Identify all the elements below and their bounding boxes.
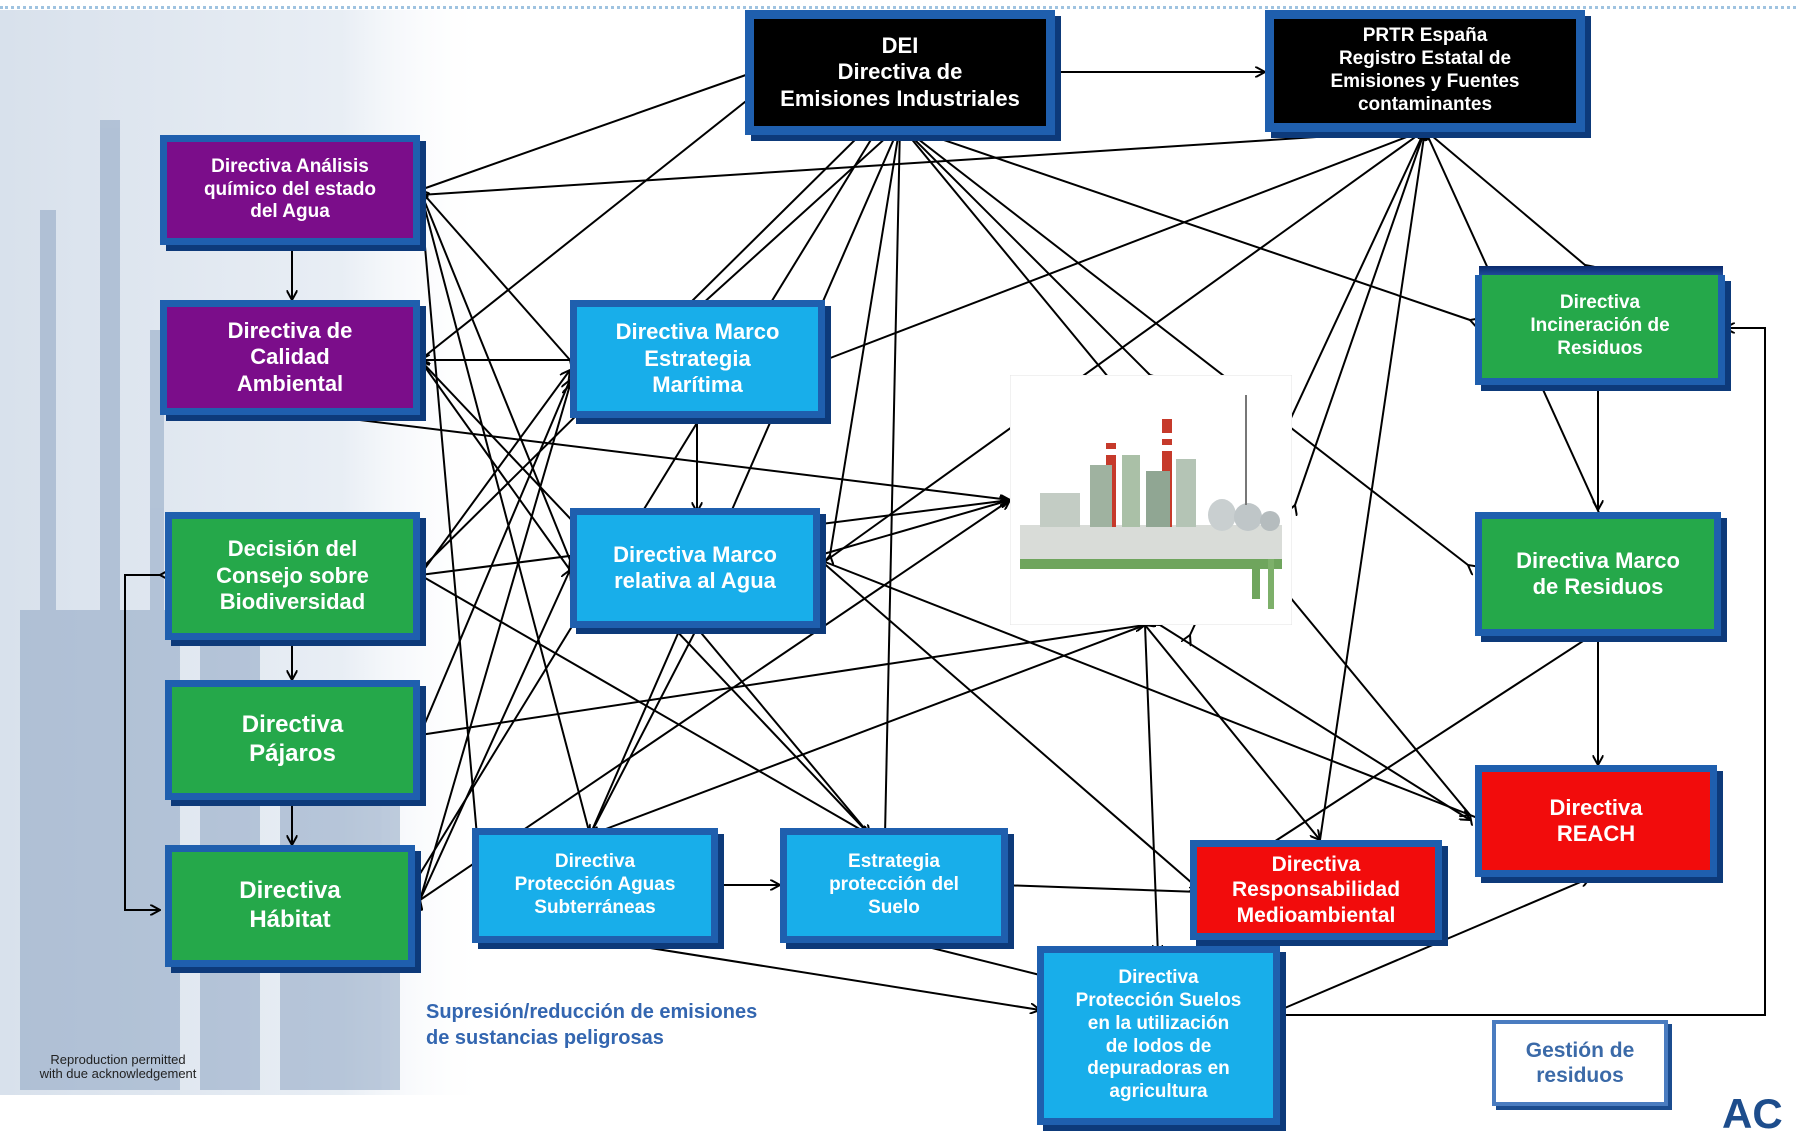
marco-agua-label: Directiva Marco relativa al Agua	[613, 541, 777, 593]
responsabilidad-label: Directiva Responsabilidad Medioambiental	[1231, 853, 1401, 927]
proteccion-suelo-label: Estrategia protección del Suelo	[829, 851, 959, 918]
gestion-residuos-label: Gestión de residuos	[1525, 1038, 1635, 1087]
lodos-depuradoras-box: Directiva Protección Suelos en la utiliz…	[1037, 946, 1280, 1125]
emissions-caption: Supresión/reducción de emisiones de sust…	[426, 1001, 758, 1049]
incineracion-label: Directiva Incineración de Residuos	[1530, 292, 1670, 359]
reach-box: Directiva REACH	[1475, 765, 1717, 877]
corner-logo: AC	[1722, 1090, 1783, 1137]
prtr-box: PRTR España Registro Estatal de Emisione…	[1265, 10, 1585, 132]
gestion-residuos-box: Gestión de residuos	[1492, 1020, 1668, 1106]
analisis-agua-box: Directiva Análisis químico del estado de…	[160, 135, 420, 245]
habitat-box: Directiva Hábitat	[165, 845, 415, 967]
dei-box: DEI Directiva de Emisiones Industriales	[745, 10, 1055, 135]
reproduction-note: Reproduction permitted with due acknowle…	[39, 1052, 197, 1081]
lodos-depuradoras-label: Directiva Protección Suelos en la utiliz…	[1075, 967, 1242, 1103]
biodiversidad-label: Decisión del Consejo sobre Biodiversidad	[216, 536, 369, 615]
industrial-plant-image	[1010, 375, 1292, 625]
marco-agua-box: Directiva Marco relativa al Agua	[570, 508, 820, 628]
estrategia-maritima-label: Directiva Marco Estrategia Marítima	[615, 319, 780, 398]
responsabilidad-box: Directiva Responsabilidad Medioambiental	[1190, 840, 1442, 940]
top-dotted-line	[0, 6, 1796, 9]
biodiversidad-box: Decisión del Consejo sobre Biodiversidad	[165, 512, 420, 640]
estrategia-maritima-box: Directiva Marco Estrategia Marítima	[570, 300, 825, 418]
marco-residuos-box: Directiva Marco de Residuos	[1475, 512, 1721, 636]
calidad-ambiental-label: Directiva de Calidad Ambiental	[227, 317, 353, 396]
pajaros-box: Directiva Pájaros	[165, 680, 420, 800]
dei-label: DEI Directiva de Emisiones Industriales	[780, 32, 1020, 111]
reach-label: Directiva REACH	[1549, 794, 1643, 846]
habitat-label: Directiva Hábitat	[239, 877, 341, 933]
proteccion-suelo-box: Estrategia protección del Suelo	[780, 828, 1008, 943]
aguas-subterraneas-box: Directiva Protección Aguas Subterráneas	[472, 828, 718, 943]
aguas-subterraneas-label: Directiva Protección Aguas Subterráneas	[514, 851, 676, 918]
marco-residuos-label: Directiva Marco de Residuos	[1516, 547, 1680, 599]
calidad-ambiental-box: Directiva de Calidad Ambiental	[160, 300, 420, 415]
analisis-agua-label: Directiva Análisis químico del estado de…	[203, 155, 377, 223]
prtr-label: PRTR España Registro Estatal de Emisione…	[1330, 25, 1520, 115]
pajaros-label: Directiva Pájaros	[241, 711, 344, 767]
incineracion-box: Directiva Incineración de Residuos	[1475, 275, 1725, 385]
